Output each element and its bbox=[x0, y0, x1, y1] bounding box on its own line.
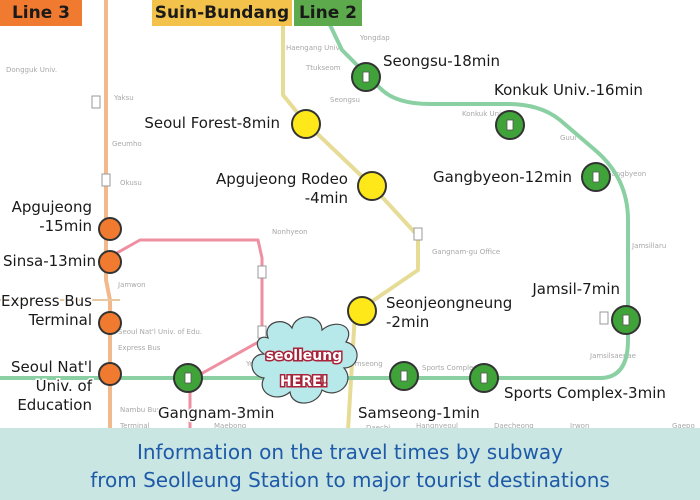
station-seoul-natl-univ bbox=[98, 362, 122, 386]
bg-label: Jamsillaru bbox=[631, 242, 666, 250]
station-label-konkuk: Konkuk Univ.-16min bbox=[494, 81, 643, 99]
station-label-sinsa: Sinsa-13min bbox=[3, 252, 96, 270]
line2-badge: Line 2 bbox=[294, 0, 362, 26]
bg-label: Samseong bbox=[346, 360, 383, 368]
station-label-samseong: Samseong-1min bbox=[358, 404, 480, 422]
station-label-gangnam: Gangnam-3min bbox=[158, 404, 274, 422]
station-seongsu-platform bbox=[362, 71, 370, 83]
bg-label: Gaepo bbox=[672, 422, 695, 430]
caption-panel: Information on the travel times by subwa… bbox=[0, 428, 700, 500]
station-label-jamsil: Jamsil-7min bbox=[531, 280, 620, 298]
bg-label: Hangnyeoul bbox=[416, 422, 458, 430]
station-jamsil-platform bbox=[622, 314, 630, 326]
station-sports-complex-platform bbox=[480, 372, 488, 384]
station-gangnam-platform bbox=[184, 372, 192, 384]
bg-label: Seoul Nat'l Univ. of Edu. bbox=[118, 328, 202, 336]
bg-label: Jamsilsaenae bbox=[589, 352, 636, 360]
bg-label: Seongsu bbox=[330, 96, 360, 104]
station-konkuk-platform bbox=[506, 119, 514, 131]
bg-label: Geumho bbox=[112, 140, 142, 148]
station-label-seongsu: Seongsu-18min bbox=[383, 52, 500, 70]
bg-label: Daecheong bbox=[494, 422, 534, 430]
bg-label: Dongguk Univ. bbox=[6, 66, 57, 74]
station-label-apgujeong-rodeo: Apgujeong Rodeo-4min bbox=[216, 170, 348, 207]
station-label-seoul-forest: Seoul Forest-8min bbox=[144, 114, 280, 132]
bg-label: Express Bus bbox=[118, 344, 161, 352]
bg-label: Haengang Univ. bbox=[286, 44, 341, 52]
station-apgujeong-rodeo bbox=[357, 171, 387, 201]
seolleung-here-marker: seolleung HERE! bbox=[251, 316, 358, 404]
bg-label: Terminal bbox=[119, 422, 150, 430]
station-gangbyeon-platform bbox=[592, 171, 600, 183]
bg-label: Gangbyeon bbox=[606, 170, 646, 178]
bg-label: Guui bbox=[560, 134, 576, 142]
minor-station-ticks bbox=[91, 95, 609, 339]
bg-label: Irwon bbox=[570, 422, 589, 430]
here-cloud-shape bbox=[251, 316, 358, 404]
station-samseong-platform bbox=[400, 370, 408, 382]
station-label-apgujeong: Apgujeong-15min bbox=[12, 198, 92, 235]
bg-label: Okusu bbox=[120, 179, 142, 187]
bg-label: Jamwon bbox=[117, 281, 146, 289]
bg-label: Daechi bbox=[366, 424, 390, 430]
station-markers bbox=[98, 62, 641, 393]
bg-label: Gangnam-gu Office bbox=[432, 248, 500, 256]
station-express-bus bbox=[98, 311, 122, 335]
suin-bundang-badge: Suin-Bundang bbox=[152, 0, 292, 26]
caption-line-2: from Seolleung Station to major tourist … bbox=[90, 468, 610, 492]
station-seoul-forest bbox=[291, 109, 321, 139]
station-seonjeongneung bbox=[347, 296, 377, 326]
here-station-name: seolleung bbox=[266, 348, 343, 364]
bg-label: Maebong bbox=[214, 422, 246, 430]
bg-label: Nonhyeon bbox=[272, 228, 308, 236]
station-sinsa bbox=[98, 250, 122, 274]
station-label-gangbyeon: Gangbyeon-12min bbox=[433, 168, 572, 186]
station-apgujeong bbox=[98, 217, 122, 241]
bg-label: Sports Complex bbox=[422, 364, 477, 372]
caption-line-1: Information on the travel times by subwa… bbox=[136, 440, 564, 464]
bg-label: Yaksu bbox=[113, 94, 134, 102]
bg-label: Yongdap bbox=[359, 34, 390, 42]
here-label: HERE! bbox=[280, 374, 328, 390]
bg-label: Nambu Bus bbox=[120, 406, 161, 414]
bg-label: Ttukseom bbox=[305, 64, 341, 72]
line3-badge: Line 3 bbox=[0, 0, 82, 26]
bg-label: Konkuk Univ. bbox=[462, 110, 507, 118]
station-label-seonjeongneung: Seonjeongneung-2min bbox=[386, 294, 512, 331]
line2-route bbox=[0, 0, 630, 380]
station-label-sports-complex: Sports Complex-3min bbox=[504, 384, 666, 402]
